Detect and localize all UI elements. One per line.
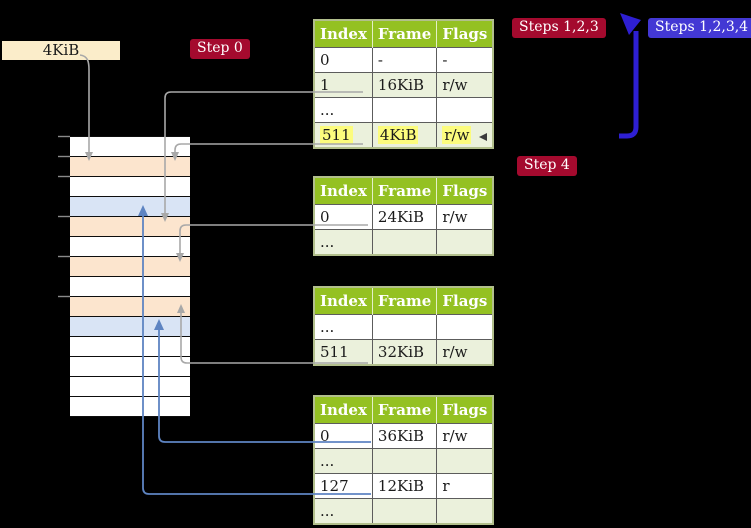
page-table-cell-frame (371, 448, 438, 474)
page-table-cell-flags: r/w (436, 339, 494, 366)
memory-frame-row-pagetable (70, 217, 190, 237)
page-table-header-cell: Frame (371, 20, 437, 48)
page-table-cell-flags: r/w (436, 204, 494, 230)
page-table-header-cell: Index (314, 396, 373, 424)
page-table-cell-flags (436, 97, 494, 123)
page-table-cell-flags: r (436, 473, 494, 499)
page-table-cell-frame (371, 314, 438, 340)
highlighted-value: 511 (320, 126, 353, 144)
page-table-cell-index: ... (313, 448, 373, 474)
page-table-cell-flags (436, 498, 494, 525)
page-table-cell-flags: r/w (436, 423, 494, 449)
memory-frame-row-free (70, 397, 190, 417)
page-table-header-cell: Flags (436, 20, 494, 48)
page-table-row: ... (313, 448, 494, 474)
page-table-cell-index: ... (313, 498, 373, 525)
page-table-header-cell: Index (314, 287, 373, 315)
page-table-cell-flags (436, 229, 494, 256)
page-table-header-cell: Flags (436, 177, 494, 205)
big-steps-arrow-shaft (619, 31, 639, 139)
memory-frame-row-free (70, 136, 190, 157)
page-table-cell-frame (371, 97, 438, 123)
page-table-header-cell: Index (314, 20, 373, 48)
page-table-cell-frame (371, 229, 438, 256)
step0-badge: Step 0 (190, 39, 250, 59)
memory-frame-row-pagetable (70, 157, 190, 177)
memory-frame-row-free (70, 337, 190, 357)
page-table-cell-flags (436, 314, 494, 340)
memory-tick-marks (58, 135, 70, 298)
page-table-cell-frame: 24KiB (371, 204, 438, 230)
page-table-cell-index: 0 (313, 423, 373, 449)
memory-frame-row-pagetable (70, 257, 190, 277)
page-table-cell-frame: 36KiB (371, 423, 438, 449)
page-table-header-cell: Frame (371, 396, 437, 424)
memory-frame-row-free (70, 237, 190, 257)
memory-frame-row-free (70, 357, 190, 377)
page-table-header-cell: Frame (371, 177, 437, 205)
page-table-cell-index: 0 (313, 204, 373, 230)
page-table-cell-index: ... (313, 97, 373, 123)
page-table-cell-frame: 32KiB (371, 339, 438, 366)
page-table-cell-index: ... (313, 229, 373, 256)
big-steps-arrowhead-icon (620, 13, 641, 35)
page-table-cell-index: 127 (313, 473, 373, 499)
root-frame-pointer-box: 4KiB (2, 41, 120, 60)
page-table-cell-frame: 16KiB (371, 72, 438, 98)
page-table-cell-index: ... (313, 314, 373, 340)
page-table-cell-frame: 12KiB (371, 473, 438, 499)
page-table-row: ... (313, 229, 494, 256)
memory-frame-row-mapped (70, 317, 190, 337)
page-table-header-cell: Frame (371, 287, 437, 315)
highlighted-value: 4KiB (377, 126, 419, 144)
page-table-cell-frame (371, 498, 438, 525)
page-table-cell-flags: r/w (436, 122, 494, 149)
page-table-cell-index: 1 (313, 72, 373, 98)
page-table-header-cell: Flags (436, 287, 494, 315)
memory-frame-row-free (70, 277, 190, 297)
memory-frame-row-free (70, 177, 190, 197)
steps123-badge: Steps 1,2,3 (512, 18, 606, 38)
memory-frame-row-pagetable (70, 297, 190, 317)
highlighted-value: r/w (442, 126, 472, 144)
page-table-cell-index: 0 (313, 47, 373, 73)
page-table-cell-index: 511 (313, 122, 373, 149)
page-table-header-cell: Flags (436, 396, 494, 424)
page-table-row: ... (313, 314, 494, 340)
page-table-row: 511 4KiB r/w (313, 122, 494, 149)
step4-badge: Step 4 (517, 156, 577, 176)
page-table-cell-index: 511 (313, 339, 373, 366)
page-table-row: ... (313, 498, 494, 525)
page-table-row: ... (313, 97, 494, 123)
page-table-header-cell: Index (314, 177, 373, 205)
page-table-cell-frame: 4KiB (371, 122, 438, 149)
page-table-cell-flags: r/w (436, 72, 494, 98)
page-table-cell-flags (436, 448, 494, 474)
memory-column (70, 136, 190, 417)
memory-frame-row-mapped (70, 197, 190, 217)
steps1234-badge: Steps 1,2,3,4 (648, 18, 751, 38)
page-table-cell-flags: - (436, 47, 494, 73)
memory-frame-row-free (70, 377, 190, 397)
page-table-cell-frame: - (371, 47, 438, 73)
page-table-row: 0-- (313, 47, 494, 73)
